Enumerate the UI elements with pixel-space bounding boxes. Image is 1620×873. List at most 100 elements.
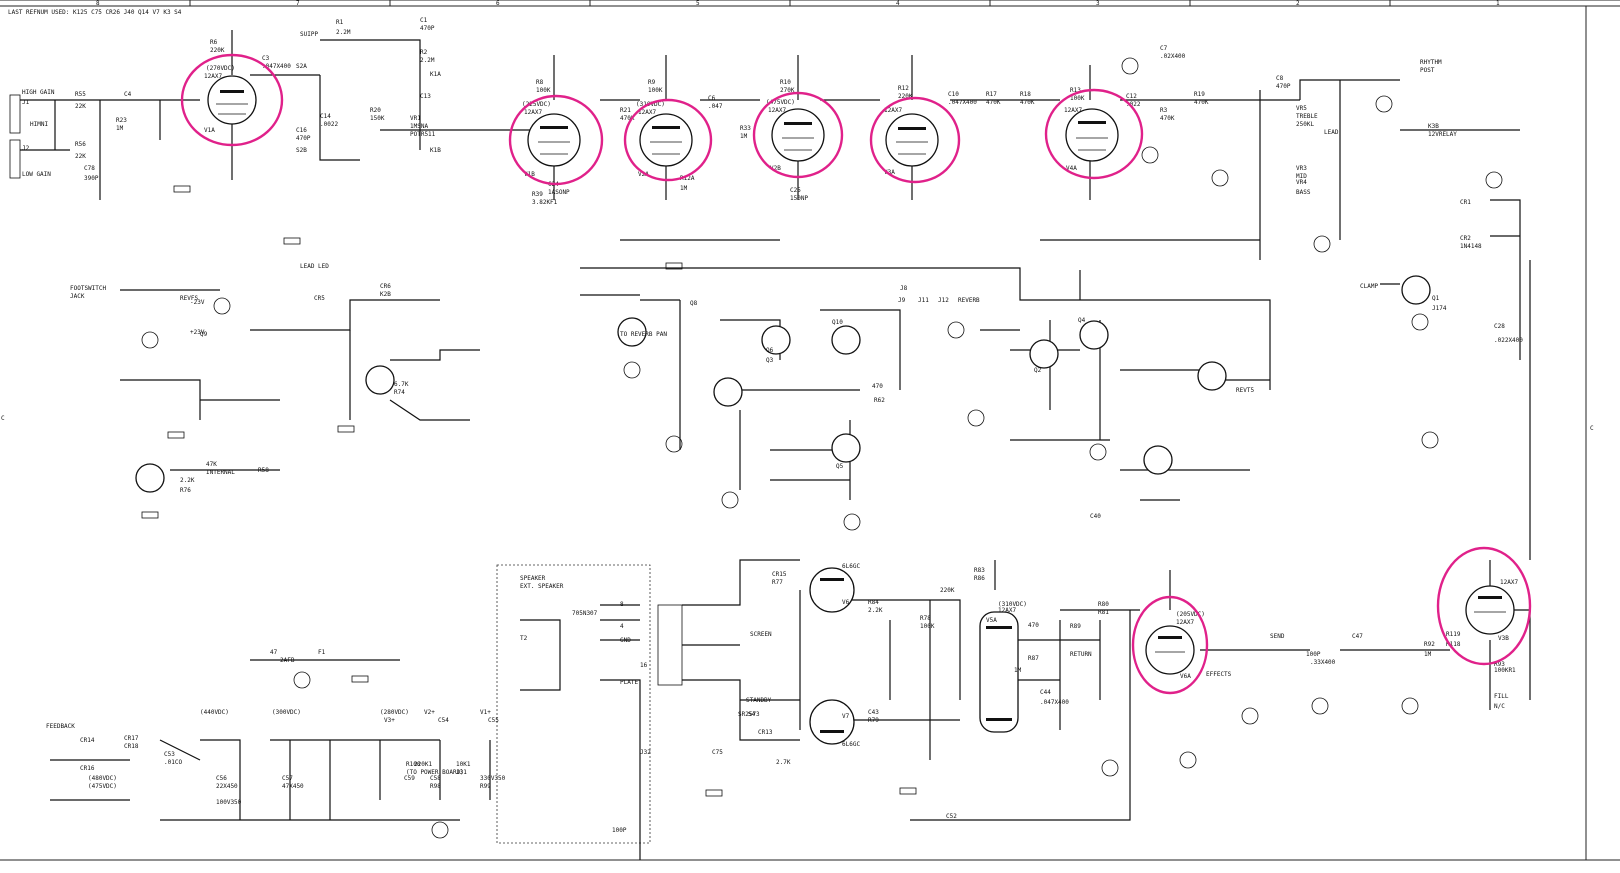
component-label: .33X400: [1310, 659, 1336, 666]
component-label: 10K1: [456, 761, 471, 768]
component-label: 2.2K: [180, 477, 195, 484]
tube-ref: V7: [842, 713, 850, 720]
component-label: 100V350: [216, 799, 242, 806]
component-label: FOOTSWITCH: [70, 285, 107, 292]
component-label: R39: [532, 191, 543, 198]
component-label: F1: [318, 649, 326, 656]
component-label: 1M: [1014, 667, 1022, 674]
title-block-text: LAST REFNUM USED: K125 C75 CR26 J40 Q14 …: [8, 9, 182, 16]
component-label: Q8: [690, 300, 698, 307]
component-label: 1M: [1424, 651, 1432, 658]
component-label: J174: [1432, 305, 1447, 312]
component-label: R8: [536, 79, 544, 86]
component-label: R81: [1098, 609, 1109, 616]
component-label: CR17: [124, 735, 139, 742]
component-label: 470: [1028, 622, 1039, 629]
component-label: .02X400: [1160, 53, 1186, 60]
component-label: .022X400: [1494, 337, 1523, 344]
component-label: R99: [480, 783, 491, 790]
component-label: 100P: [1306, 651, 1321, 658]
component-label: CLAMP: [1360, 283, 1378, 290]
tube-ref: V5A: [986, 617, 997, 624]
component-label: J11: [918, 297, 929, 304]
tube-type: 12AX7: [768, 107, 786, 114]
tube-ref: V6A: [1180, 673, 1191, 680]
component-label: POST: [1420, 67, 1435, 74]
component-label: 100KR1: [1494, 667, 1516, 674]
tube-v6a: [1145, 625, 1195, 675]
tube-ref: V3A: [884, 169, 895, 176]
component-label: (TO POWER BOARD): [406, 769, 464, 776]
component-label: R78: [920, 615, 931, 622]
component-label: K1B: [430, 147, 441, 154]
component-label: 1ASONP: [548, 189, 570, 196]
component-label: C52: [946, 813, 957, 820]
component-label: R98: [430, 783, 441, 790]
component-label: S4: [748, 711, 756, 718]
component-label: R74: [394, 389, 405, 396]
component-label: (475VDC): [88, 783, 117, 790]
component-label: 100K: [1070, 95, 1085, 102]
component-label: K1A: [430, 71, 441, 78]
tube-v4a: [1065, 108, 1119, 162]
component-label: 12VRELAY: [1428, 131, 1457, 138]
component-label: R1: [336, 19, 344, 26]
component-label: .0022: [320, 121, 338, 128]
component-label: Q3: [766, 357, 774, 364]
component-label: S2A: [296, 63, 307, 70]
component-label: (440VDC): [200, 709, 229, 716]
component-label: REVERB: [958, 297, 980, 304]
component-label: TO REVERB PAN: [620, 331, 667, 338]
tube-ref: V4A: [1066, 165, 1077, 172]
component-label: 6.7K: [394, 381, 409, 388]
tube-v2a: [639, 113, 693, 167]
side-letter: C: [1590, 425, 1594, 432]
component-label: FILL: [1494, 693, 1509, 700]
tube-v5a: [979, 611, 1019, 733]
component-label: R83: [974, 567, 985, 574]
tube-note: (310VDC): [998, 601, 1027, 608]
border-number: 5: [696, 0, 700, 7]
component-label: 470: [872, 383, 883, 390]
component-label: J31: [456, 769, 467, 776]
jack-label: HIMNI: [30, 121, 48, 128]
component-label: C13: [420, 93, 431, 100]
component-label: R86: [974, 575, 985, 582]
tube-ref: V3B: [1498, 635, 1509, 642]
tube-v3a: [885, 113, 939, 167]
component-label: R76: [180, 487, 191, 494]
component-label: R6: [210, 39, 218, 46]
component-label: 1MSNA: [410, 123, 428, 130]
component-label: R20: [370, 107, 381, 114]
component-label: EFFECTS: [1206, 671, 1232, 678]
side-letter: C: [1, 415, 5, 422]
component-label: 47: [270, 649, 278, 656]
component-label: R2: [420, 49, 428, 56]
component-label: Q6: [766, 347, 774, 354]
component-label: R80: [1098, 601, 1109, 608]
component-label: 470K: [620, 115, 635, 122]
component-label: 270K: [780, 87, 795, 94]
tube-type: 12AX7: [524, 109, 542, 116]
component-label: EXT. SPEAKER: [520, 583, 564, 590]
tube-type: 12AX7: [1500, 579, 1518, 586]
component-label: R100: [406, 761, 421, 768]
component-label: C43: [868, 709, 879, 716]
component-label: C75: [712, 749, 723, 756]
component-label: POTR511: [410, 131, 436, 138]
component-label: J32: [640, 749, 651, 756]
tube-note: (225VDC): [522, 101, 551, 108]
component-label: RETURN: [1070, 651, 1092, 658]
component-label: RHYTHM: [1420, 59, 1442, 66]
component-label: REVFS: [180, 295, 198, 302]
input-labels: HIGH GAIN LOW GAIN J1 J2 HIMNI: [22, 89, 55, 178]
component-label: 470K: [1020, 99, 1035, 106]
component-label: R84: [868, 599, 879, 606]
component-label: R3: [1160, 107, 1168, 114]
component-label: 2.7K: [776, 759, 791, 766]
component-label: LEAD LED: [300, 263, 329, 270]
component-label: V2+: [424, 709, 435, 716]
component-label: CR13: [758, 729, 773, 736]
component-label: VR3: [1296, 165, 1307, 172]
